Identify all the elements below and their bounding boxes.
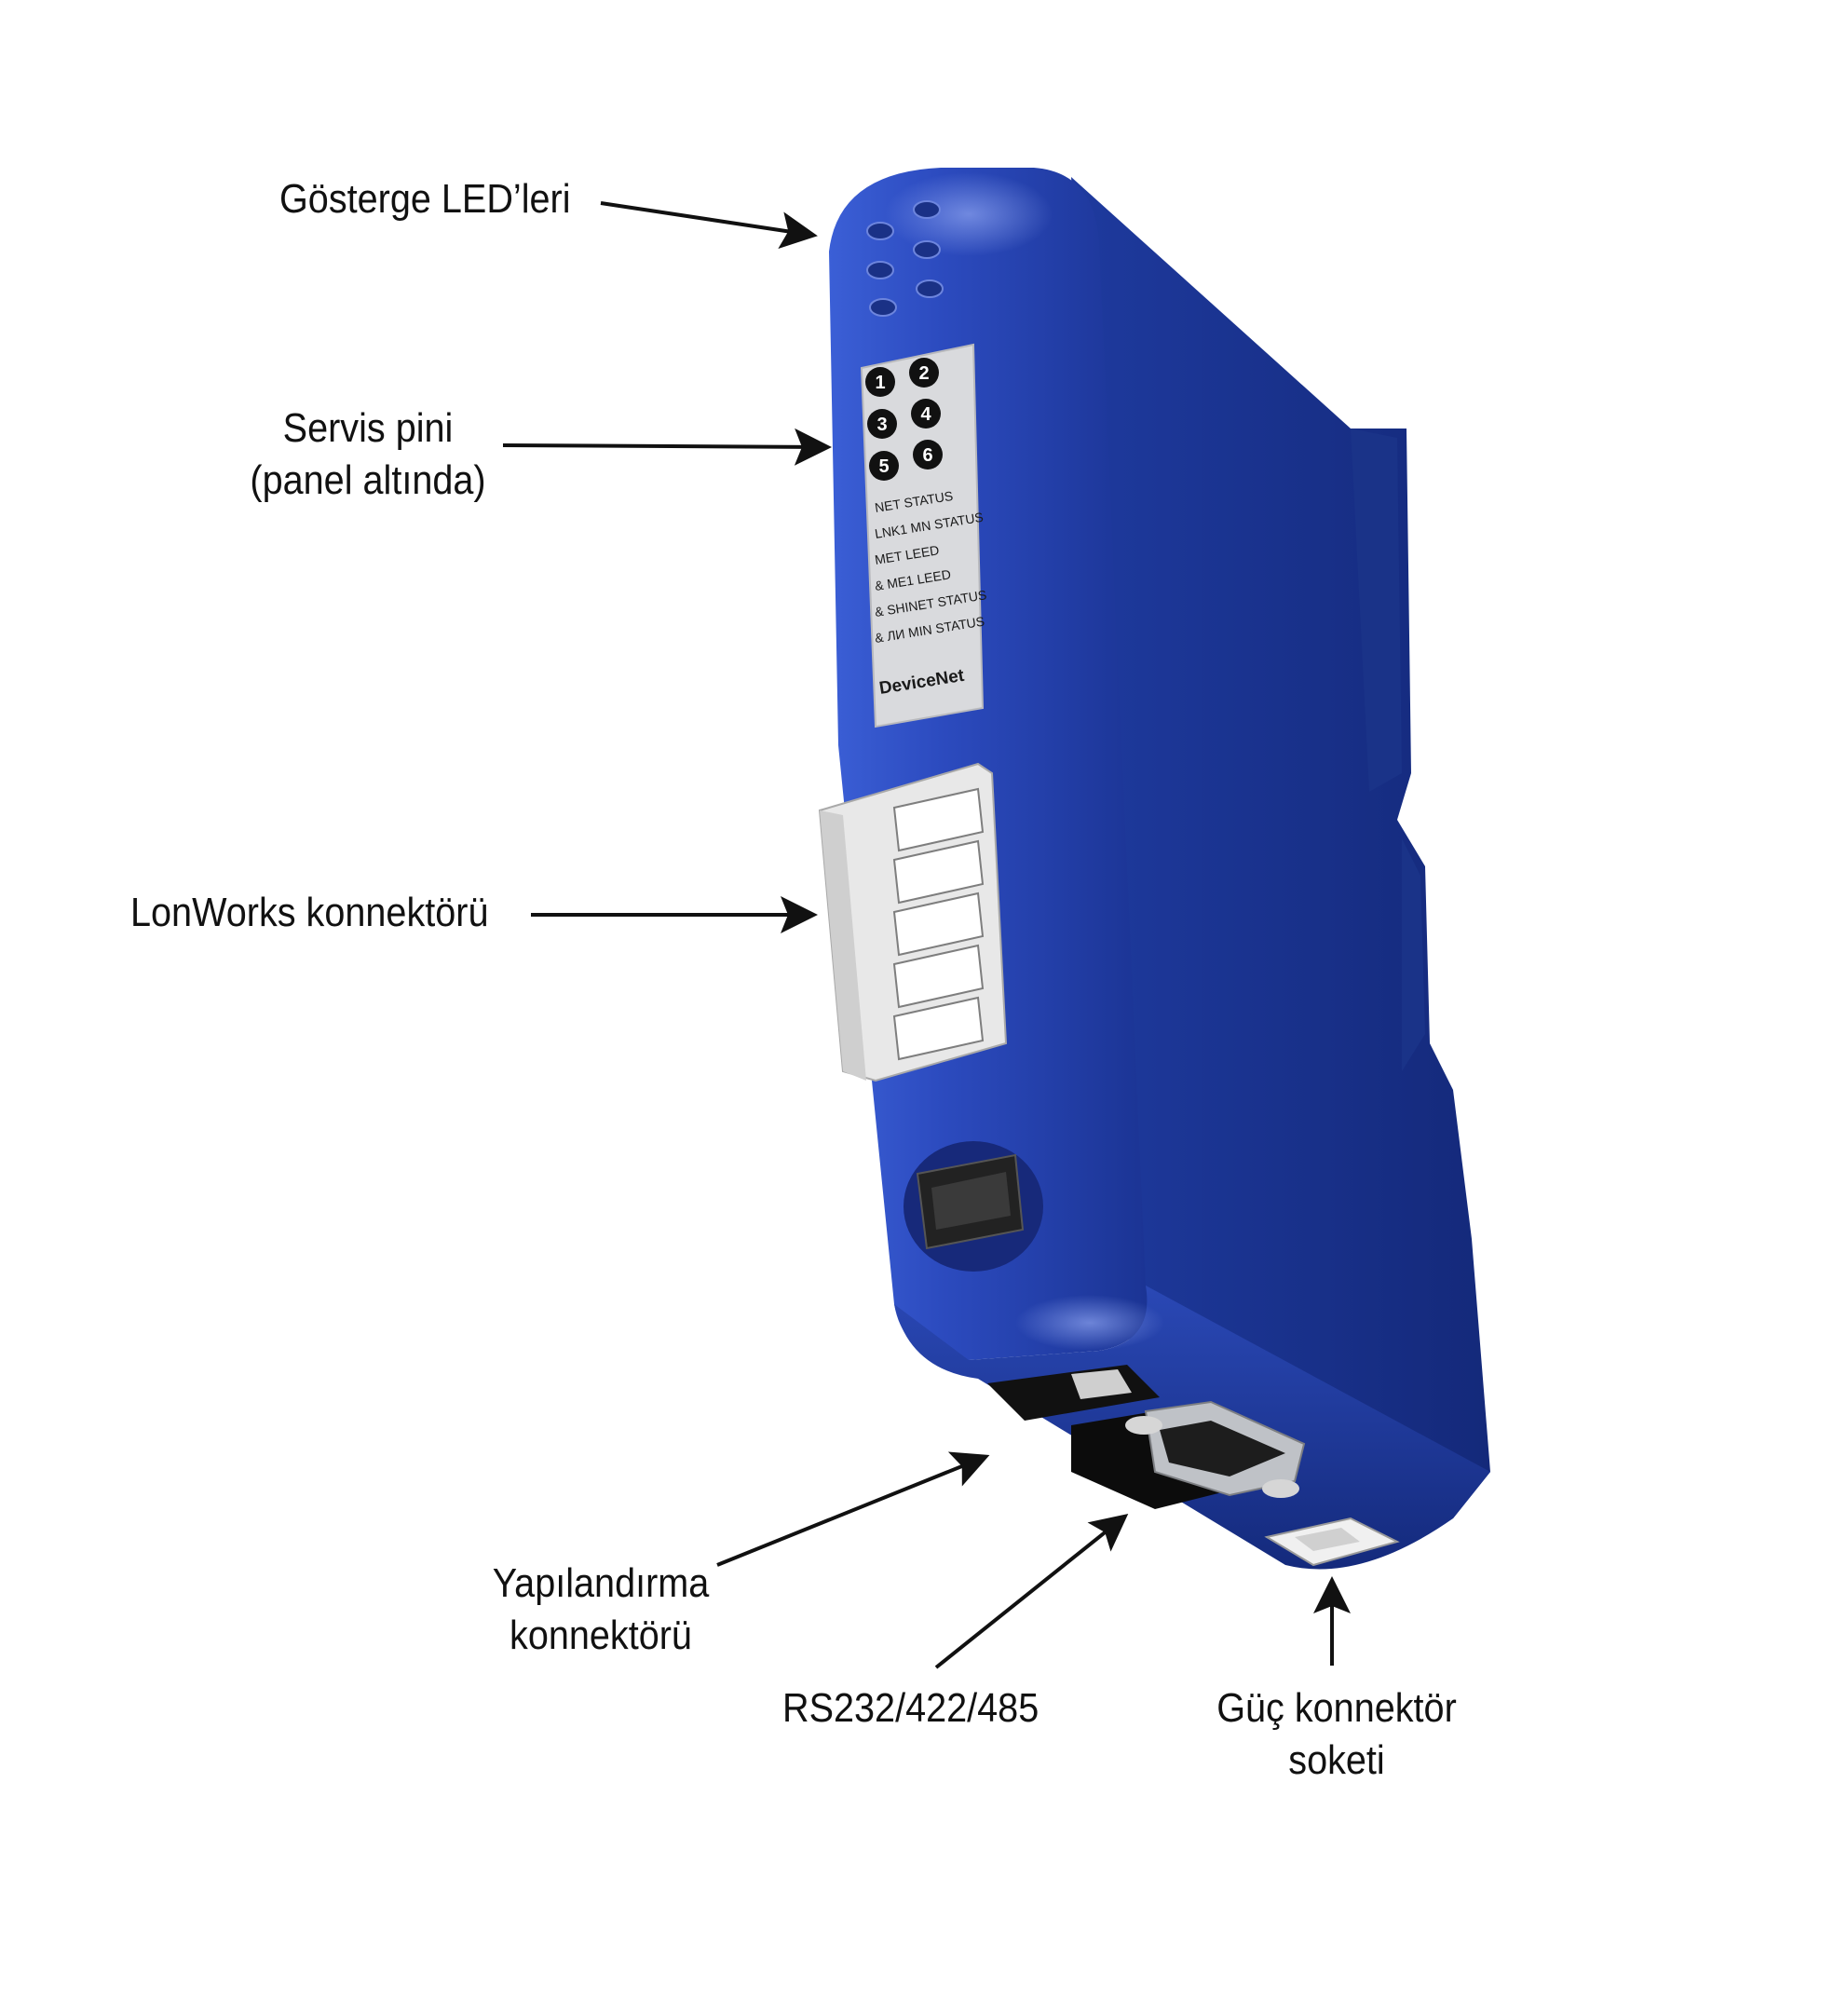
led-number-badge — [869, 451, 899, 481]
led-number-text: 6 — [922, 445, 932, 466]
callout-service-pin: Servis pini (panel altında) — [234, 402, 502, 507]
led-number-group: 1 2 3 4 5 6 — [865, 358, 943, 481]
terminal-slot — [892, 891, 985, 957]
led-number-text: 1 — [875, 373, 885, 393]
terminal-slot — [892, 996, 985, 1061]
callout-lonworks-line1: LonWorks konnektörü — [130, 890, 489, 935]
front-highlight — [1015, 1295, 1164, 1351]
callout-service-pin-line2: (panel altında) — [250, 457, 486, 503]
terminal-slot — [892, 839, 985, 905]
status-label-panel — [860, 343, 985, 728]
callout-config-line2: konnektörü — [510, 1613, 692, 1658]
led-number-badge — [913, 440, 943, 469]
callout-power: Güç konnektör soketi — [1203, 1682, 1471, 1787]
callout-power-line2: soketi — [1288, 1737, 1385, 1783]
led-holes — [866, 200, 944, 317]
callout-power-line1: Güç konnektör — [1216, 1685, 1457, 1731]
terminal-slot — [892, 944, 985, 1009]
callout-leds: Gösterge LED’leri — [279, 173, 571, 225]
callout-lonworks: LonWorks konnektörü — [130, 887, 488, 939]
led-number-badge — [865, 367, 895, 397]
lonworks-connector — [818, 762, 1008, 1082]
callout-serial: RS232/422/485 — [782, 1682, 1039, 1735]
rail-clip-lower — [1402, 838, 1425, 1071]
power-connector — [1264, 1517, 1400, 1567]
arrow-service-pin — [502, 428, 832, 466]
arrow-leds — [600, 201, 818, 249]
rj45-port — [904, 1141, 1043, 1272]
callout-leds-line1: Gösterge LED’leri — [279, 176, 571, 222]
led-number-text: 4 — [920, 404, 931, 425]
callout-serial-line1: RS232/422/485 — [782, 1685, 1040, 1731]
top-highlight — [885, 172, 1053, 256]
terminal-slot — [892, 787, 985, 852]
led-number-badge — [867, 409, 897, 439]
rail-clip-upper — [1351, 429, 1402, 792]
led-number-badge — [909, 358, 939, 388]
arrow-config — [716, 1451, 990, 1567]
led-number-badge — [911, 399, 941, 429]
serial-connector — [1071, 1400, 1306, 1509]
led-number-text: 5 — [878, 456, 889, 477]
led-number-text: 2 — [918, 363, 929, 384]
config-connector — [987, 1365, 1160, 1421]
callout-config: Yapılandırma konnektörü — [471, 1558, 731, 1662]
arrow-serial — [934, 1514, 1129, 1669]
led-number-text: 3 — [876, 415, 887, 435]
callout-service-pin-line1: Servis pini — [282, 405, 454, 451]
callout-config-line1: Yapılandırma — [492, 1560, 710, 1606]
